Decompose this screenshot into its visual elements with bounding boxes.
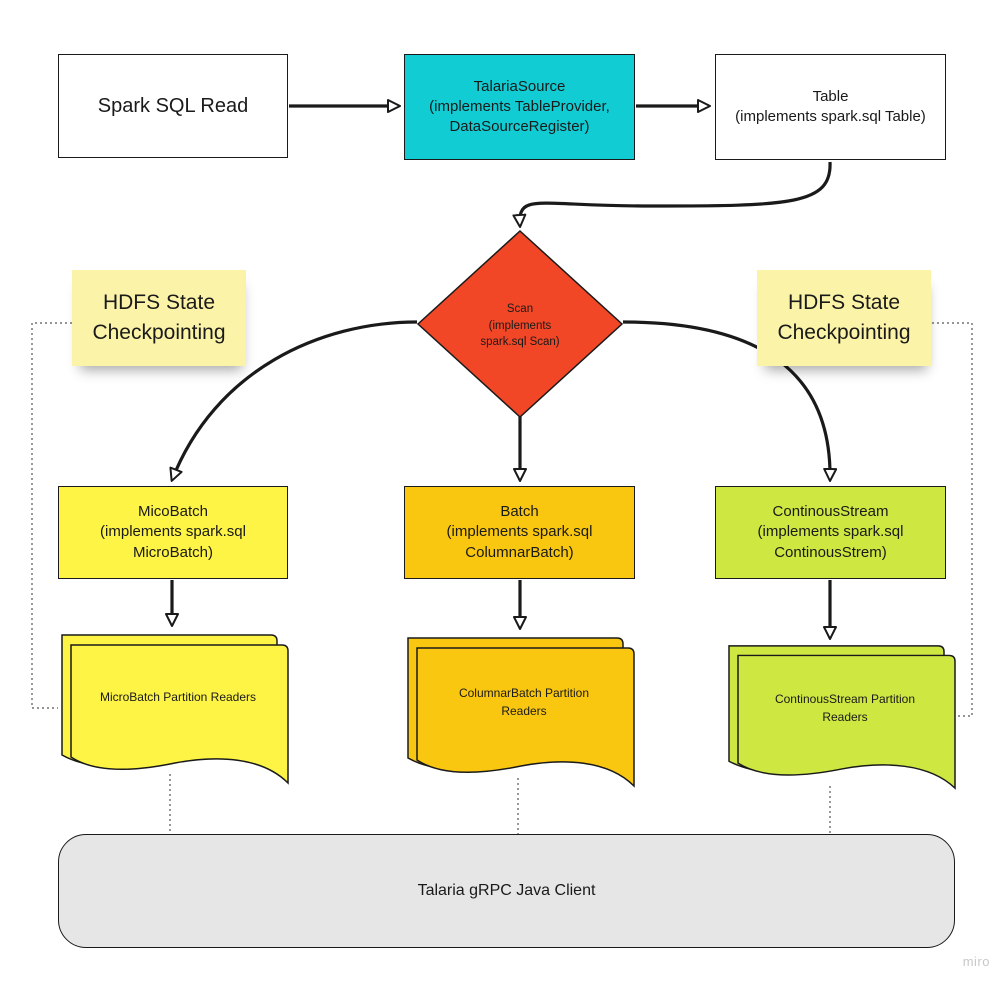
node-label: (implements spark.sql [757, 523, 904, 541]
continous-stream-readers-node[interactable]: ContinousStream Partition Readers [724, 642, 956, 792]
node-label: Readers [501, 704, 547, 718]
node-label: (implements spark.sql Table) [735, 108, 926, 125]
note-label: Checkpointing [92, 321, 226, 344]
document-stack-shape [61, 634, 289, 785]
node-label: ColumnarBatch) [465, 543, 574, 561]
node-label: (implements [488, 319, 552, 332]
node-label: ContinousStrem) [774, 543, 887, 561]
edge-note-right-to-readers [932, 322, 973, 717]
node-label: spark.sql Scan) [480, 336, 560, 349]
scan-node-label: Scan (implements spark.sql Scan) [458, 298, 582, 354]
node-label: Spark SQL Read [97, 94, 249, 117]
readers-label: ContinousStream Partition Readers [734, 642, 956, 774]
node-label: (implements TableProvider, [429, 97, 610, 115]
node-label: TalariaSource [473, 77, 566, 95]
hdfs-checkpointing-note-left[interactable]: HDFS State Checkpointing [72, 270, 246, 366]
node-label: ColumnarBatch Partition [458, 686, 590, 700]
readers-label: ColumnarBatch Partition Readers [413, 634, 635, 770]
columnar-batch-readers-node[interactable]: ColumnarBatch Partition Readers [403, 634, 635, 790]
node-label: MicroBatch) [132, 543, 214, 561]
micro-batch-node[interactable]: MicoBatch (implements spark.sql MicroBat… [58, 486, 288, 579]
note-label: Checkpointing [777, 321, 911, 344]
node-label: Table [812, 87, 849, 105]
continous-stream-node[interactable]: ContinousStream (implements spark.sql Co… [715, 486, 946, 579]
node-label: ContinousStream Partition [774, 692, 916, 706]
node-label: (implements spark.sql [100, 523, 246, 541]
talaria-source-node[interactable]: TalariaSource (implements TableProvider,… [404, 54, 635, 160]
document-stack-shape [728, 645, 956, 790]
note-label: HDFS State [787, 290, 901, 314]
table-node[interactable]: Table (implements spark.sql Table) [715, 54, 946, 160]
node-label: Scan [506, 302, 534, 315]
spark-sql-read-node[interactable]: Spark SQL Read [58, 54, 288, 158]
grpc-client-node[interactable]: Talaria gRPC Java Client [58, 834, 955, 948]
readers-label: MicroBatch Partition Readers [67, 631, 289, 763]
node-label: MicoBatch [137, 503, 209, 521]
edge-note-left-to-readers [31, 322, 72, 709]
node-label: Batch [500, 503, 539, 521]
node-label: MicroBatch Partition Readers [99, 690, 257, 704]
scan-node[interactable] [415, 229, 625, 419]
node-label: DataSourceRegister) [449, 118, 590, 136]
edge-table-to-scan [512, 161, 832, 228]
node-label: (implements spark.sql [446, 523, 593, 541]
node-label: Talaria gRPC Java Client [417, 882, 596, 899]
miro-watermark: miro [962, 954, 990, 969]
node-label: Readers [822, 710, 868, 724]
batch-node[interactable]: Batch (implements spark.sql ColumnarBatc… [404, 486, 635, 579]
hdfs-checkpointing-note-right[interactable]: HDFS State Checkpointing [757, 270, 931, 366]
micro-batch-readers-node[interactable]: MicroBatch Partition Readers [57, 631, 289, 787]
document-stack-shape [407, 637, 635, 788]
node-label: ContinousStream [772, 503, 889, 521]
edge-scan-to-microbatch [169, 320, 418, 482]
note-label: HDFS State [102, 290, 216, 314]
